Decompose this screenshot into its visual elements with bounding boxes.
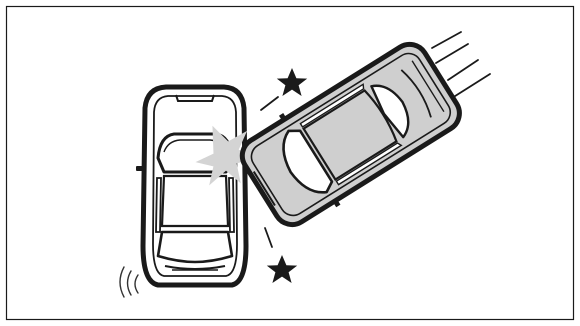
star-icon	[267, 255, 297, 283]
struck-car-roof	[162, 176, 228, 226]
star-icon	[277, 68, 307, 96]
struck-car	[136, 87, 253, 285]
star-top	[261, 68, 307, 110]
struck-car-rear-window	[158, 232, 232, 262]
vibration-lines-icon	[120, 267, 138, 297]
impacting-car	[232, 33, 469, 237]
star-bottom	[265, 228, 297, 283]
